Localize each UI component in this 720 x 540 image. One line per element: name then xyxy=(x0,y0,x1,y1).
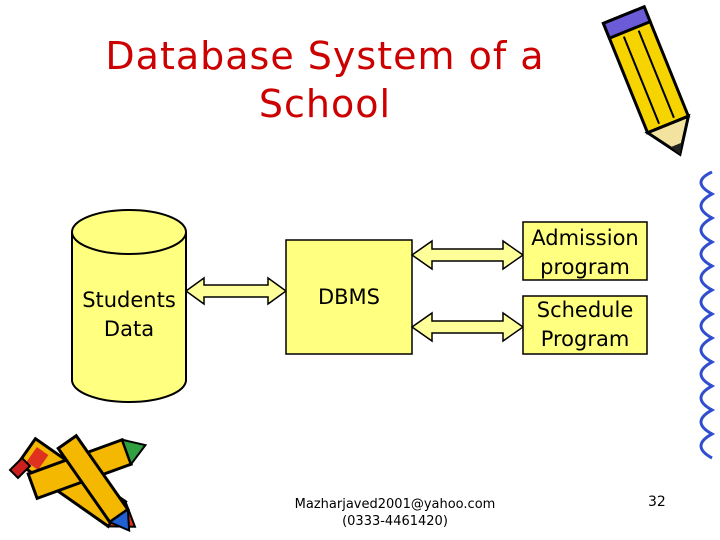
admission-program-box xyxy=(522,221,648,281)
schedule-line2: Program xyxy=(540,327,630,351)
pencil-icon xyxy=(601,4,691,157)
slide-title-line1: Database System of a xyxy=(105,34,545,78)
students-data-line2: Data xyxy=(103,317,155,341)
database-dbms-arrow xyxy=(184,276,288,306)
slide-title-line2: School xyxy=(258,82,392,126)
crayons-icon xyxy=(8,433,148,533)
schedule-program-label: Schedule Program xyxy=(523,296,647,354)
slide-title: Database System of a School xyxy=(60,32,590,128)
dbms-admission-arrow xyxy=(410,239,525,271)
students-data-line1: Students xyxy=(82,288,176,312)
schedule-program-box xyxy=(522,295,648,355)
students-data-label: Students Data xyxy=(72,286,186,344)
footer-contact: Mazharjaved2001@yahoo.com (0333-4461420) xyxy=(280,496,510,530)
students-data-database xyxy=(71,209,187,403)
dbms-label: DBMS xyxy=(317,285,381,309)
admission-line1: Admission xyxy=(531,226,639,250)
footer-email: Mazharjaved2001@yahoo.com xyxy=(294,497,496,512)
footer-phone: (0333-4461420) xyxy=(342,514,448,529)
page-number: 32 xyxy=(648,494,666,510)
dbms-box xyxy=(285,239,413,355)
admission-program-label: Admission program xyxy=(523,224,647,282)
schedule-line1: Schedule xyxy=(536,298,634,322)
squiggle-decoration xyxy=(699,170,716,460)
admission-line2: program xyxy=(540,255,630,279)
dbms-schedule-arrow xyxy=(410,311,525,343)
